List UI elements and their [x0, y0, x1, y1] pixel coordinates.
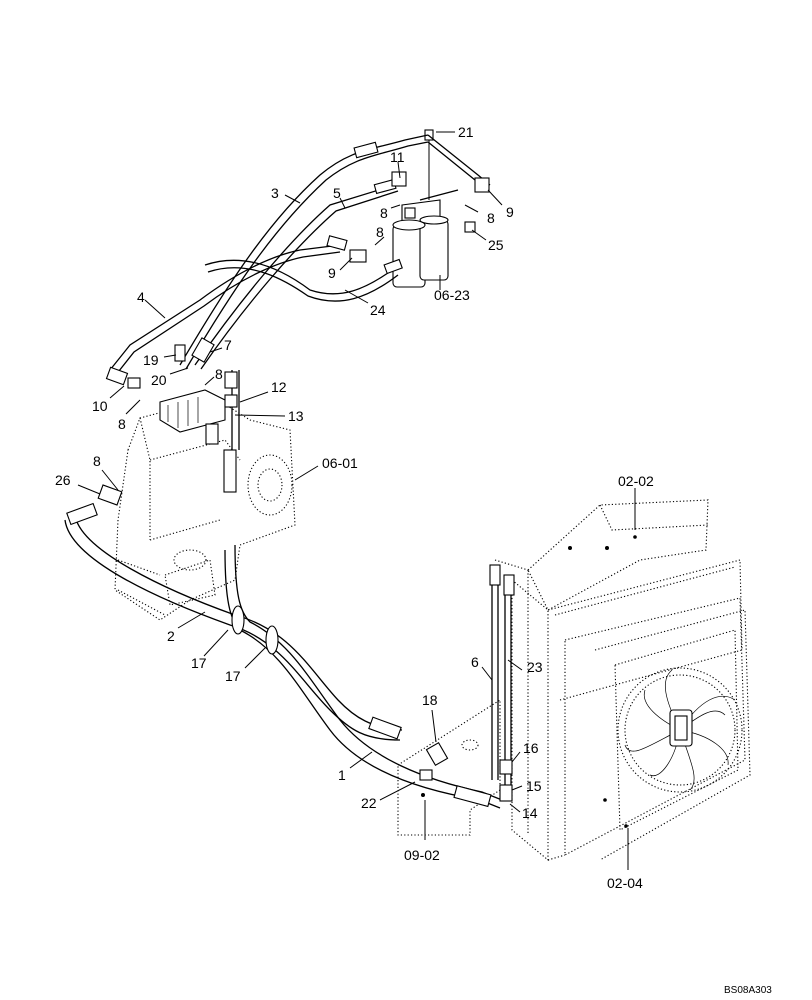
leader-lines [77, 131, 636, 870]
callout-26: 26 [55, 472, 71, 488]
callout-8: 8 [376, 224, 384, 240]
callout-16: 16 [523, 740, 539, 756]
callout-02-02: 02-02 [618, 473, 654, 489]
callout-9: 9 [506, 204, 514, 220]
callout-4: 4 [137, 289, 145, 305]
callout-06-23: 06-23 [434, 287, 470, 303]
callout-15: 15 [526, 778, 542, 794]
callout-14: 14 [522, 805, 538, 821]
callout-3: 3 [271, 185, 279, 201]
callout-6: 6 [471, 654, 479, 670]
pump-block [114, 389, 296, 621]
callout-18: 18 [422, 692, 438, 708]
drawing-reference: BS08A303 [724, 985, 772, 996]
callout-23: 23 [527, 659, 543, 675]
callout-7: 7 [224, 337, 232, 353]
callout-9: 9 [328, 265, 336, 281]
callout-8: 8 [93, 453, 101, 469]
callout-21: 21 [458, 124, 474, 140]
callout-09-02: 09-02 [404, 847, 440, 863]
callout-17: 17 [191, 655, 207, 671]
callout-17: 17 [225, 668, 241, 684]
callout-2: 2 [167, 628, 175, 644]
callout-8: 8 [487, 210, 495, 226]
callout-1: 1 [338, 767, 346, 783]
callout-10: 10 [92, 398, 108, 414]
callout-24: 24 [370, 302, 386, 318]
callout-8: 8 [118, 416, 126, 432]
callout-labels: 21 11 3 5 8 9 8 8 25 9 06-23 24 4 7 19 8… [55, 124, 654, 891]
callout-25: 25 [488, 237, 504, 253]
callout-13: 13 [288, 408, 304, 424]
callout-5: 5 [333, 185, 341, 201]
callout-8: 8 [380, 205, 388, 221]
return-filter [392, 129, 449, 288]
mounting-bracket [397, 698, 501, 836]
callout-22: 22 [361, 795, 377, 811]
cooler-assembly [494, 499, 751, 862]
callout-06-01: 06-01 [322, 455, 358, 471]
callout-12: 12 [271, 379, 287, 395]
callout-20: 20 [151, 372, 167, 388]
callout-19: 19 [143, 352, 159, 368]
callout-02-04: 02-04 [607, 875, 643, 891]
callout-8: 8 [215, 366, 223, 382]
callout-11: 11 [390, 149, 405, 165]
